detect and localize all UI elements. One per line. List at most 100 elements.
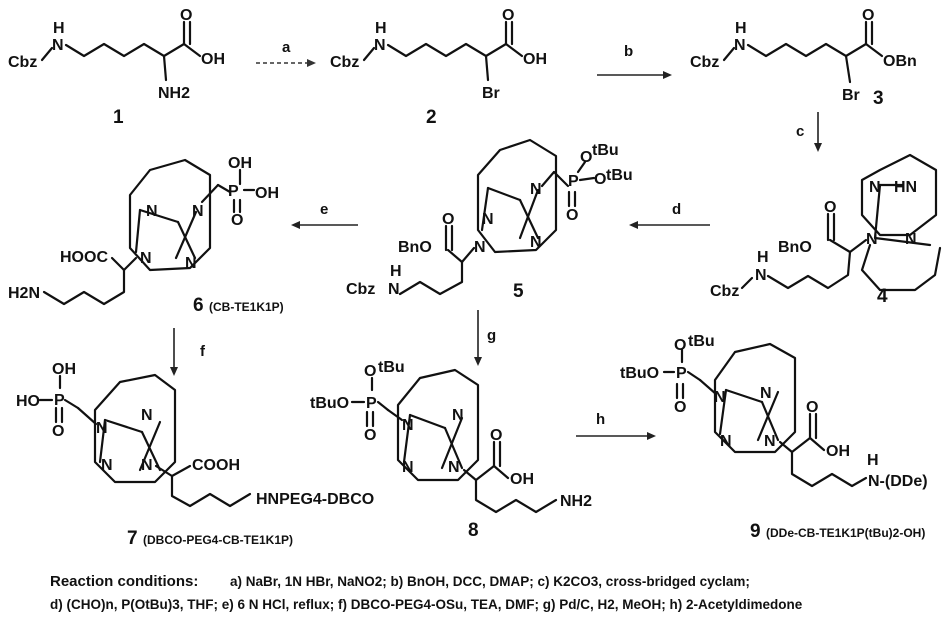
conditions-title: Reaction conditions: [50,573,198,590]
cbz-label: Cbz [346,281,375,298]
n-label: N [52,37,64,54]
n-label: N [474,239,486,256]
tbu-label: tBu [378,359,405,376]
n-label: N [452,407,464,424]
o-label: O [674,337,686,354]
arrow-d: d [629,201,710,229]
n-label: N [720,433,732,450]
br-label: Br [842,87,860,104]
tbu-label: tBu [688,333,715,350]
reaction-conditions: Reaction conditions: a) NaBr, 1N HBr, Na… [50,573,803,612]
nh2-label: NH2 [158,85,190,102]
h2n-label: H2N [8,285,40,302]
compound-1-structure: Cbz N H O OH NH2 [8,7,225,102]
compound-4-structure: N HN N N O BnO N H Cbz [710,153,942,300]
n-label: N [402,417,414,434]
arrow-a: a [256,39,316,67]
n-label: N [192,203,204,220]
oh-label: OH [255,185,279,202]
cooh-label: COOH [192,457,240,474]
dde-label: N-(DDe) [868,473,928,490]
o-label: O [442,211,454,228]
o-label: O [180,7,192,24]
step-g-label: g [487,327,496,344]
step-c-label: c [796,123,804,140]
step-h-label: h [596,411,605,428]
oh-label: OH [826,443,850,460]
compound-1-number: 1 [113,107,124,128]
cbz-label: Cbz [330,54,359,71]
tbu-label: tBu [592,142,619,159]
n-label: N [141,457,153,474]
h-label: H [375,20,387,37]
n-label: N [402,459,414,476]
o-label: O [674,399,686,416]
arrow-h: h [576,411,656,440]
n-label: N [760,385,772,402]
ho-label: HO [16,393,40,410]
h-label: H [735,20,747,37]
compound-7-name: (DBCO-PEG4-CB-TE1K1P) [143,533,293,547]
nh2-label: NH2 [560,493,592,510]
compound-2-structure: Cbz N H O OH Br [330,7,547,102]
compound-2-number: 2 [426,107,437,128]
step-b-label: b [624,43,633,60]
n-label: N [866,231,878,248]
n-label: N [374,37,386,54]
compound-3-structure: Cbz N H O OBn Br [690,7,917,104]
n-label: N [448,459,460,476]
arrow-g: g [474,310,496,366]
o-label: O [824,199,836,216]
oh-label: OH [228,155,252,172]
oh-label: OH [201,51,225,68]
o-label: O [364,427,376,444]
n-label: N [482,211,494,228]
compound-9-name: (DDe-CB-TE1K1P(tBu)2-OH) [766,526,925,540]
compound-9-number: 9 [750,521,761,542]
n-label: N [734,37,746,54]
conditions-line-1: a) NaBr, 1N HBr, NaNO2; b) BnOH, DCC, DM… [230,574,750,589]
compound-5-number: 5 [513,281,524,302]
n-label: N [530,234,542,251]
tbuo-label: tBuO [310,395,349,412]
n-label: N [96,420,108,437]
o-label: O [490,427,502,444]
compound-7-number: 7 [127,528,138,549]
p-label: P [366,395,377,412]
arrow-e: e [291,201,358,229]
peg-label: HNPEG4-DBCO [256,491,374,508]
o-label: O [566,207,578,224]
compound-6-caption: 6 (CB-TE1K1P) [193,295,284,316]
n-label: N [755,267,767,284]
n-label: N [764,433,776,450]
cbz-label: Cbz [710,283,739,300]
compound-7-structure: N N N N P OH HO O COOH HNPEG4-DBCO [16,361,374,508]
compound-5-structure: N N N N P O tBu O tBu O O BnO N H Cbz [346,138,633,298]
compound-7-caption: 7 (DBCO-PEG4-CB-TE1K1P) [127,528,293,549]
bno-label: BnO [778,239,812,256]
hooc-label: HOOC [60,249,108,266]
h-label: H [390,263,402,280]
p-label: P [228,183,239,200]
n-label: N [869,179,881,196]
compound-9-structure: N N N N P O tBu tBuO O O OH H N-(DDe) [620,333,928,490]
hn-label: HN [894,179,917,196]
compound-9-caption: 9 (DDe-CB-TE1K1P(tBu)2-OH) [750,521,925,542]
cbz-label: Cbz [690,54,719,71]
compound-8-structure: N N N N P O tBu tBuO O O OH NH2 [310,359,592,514]
o-label: O [862,7,874,24]
compound-6-structure: N N N N P OH OH O HOOC H2N [8,155,279,306]
n-label: N [101,457,113,474]
n-label: N [141,407,153,424]
n-label: N [185,255,197,272]
oh-label: OH [523,51,547,68]
br-label: Br [482,85,500,102]
tbuo-label: tBuO [620,365,659,382]
n-label: N [388,281,400,298]
compound-8-number: 8 [468,520,479,541]
bno-label: BnO [398,239,432,256]
n-label: N [146,203,158,220]
oh-label: OH [510,471,534,488]
step-a-label: a [282,39,291,56]
